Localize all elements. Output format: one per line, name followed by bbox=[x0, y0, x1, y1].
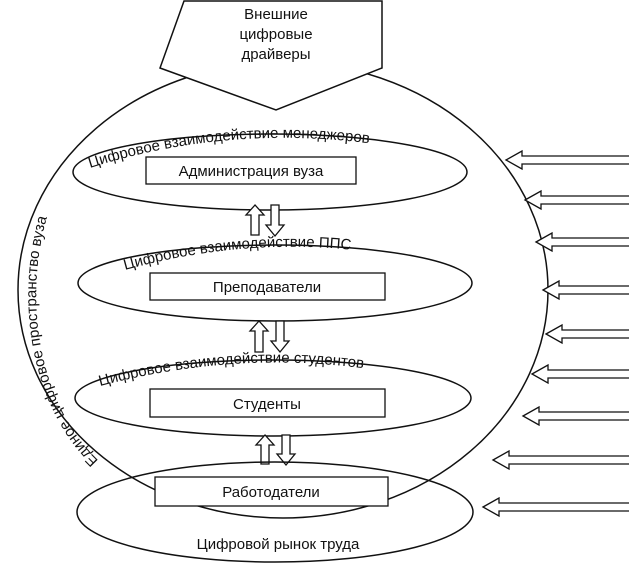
incoming-arrow-icon bbox=[544, 323, 629, 345]
double-arrow-students-employers bbox=[254, 434, 297, 467]
students-interaction-ellipse bbox=[74, 359, 472, 437]
external-drivers-line2: цифровые bbox=[239, 26, 312, 43]
labor-market-label: Цифровой рынок труда bbox=[197, 536, 360, 553]
managers-interaction-ellipse bbox=[72, 133, 468, 211]
students-box-label: Студенты bbox=[233, 396, 301, 413]
teachers-box-label: Преподаватели bbox=[213, 279, 321, 296]
teachers-interaction-label: Цифровое взаимодействие ППС bbox=[122, 234, 353, 274]
arrow-down-icon bbox=[275, 434, 297, 467]
incoming-arrow-icon bbox=[523, 189, 629, 211]
external-drivers-line3: драйверы bbox=[241, 46, 310, 63]
incoming-arrow-icon bbox=[541, 279, 629, 301]
external-drivers-line1: Внешние bbox=[244, 6, 308, 23]
incoming-arrow-icon bbox=[530, 363, 629, 385]
arrow-up-icon bbox=[254, 434, 276, 465]
arrow-down-icon bbox=[264, 204, 286, 238]
arrow-down-icon bbox=[269, 320, 291, 354]
incoming-arrow-icon bbox=[491, 449, 629, 471]
arrow-up-icon bbox=[244, 204, 266, 236]
employers-box bbox=[154, 476, 389, 507]
incoming-arrow-icon bbox=[504, 149, 629, 171]
teachers-box bbox=[149, 272, 386, 301]
students-interaction-label: Цифровое взаимодействие студентов bbox=[97, 349, 365, 389]
administration-box bbox=[145, 156, 357, 185]
outer-space-label: Единое цифровое пространство вуза bbox=[23, 213, 101, 469]
incoming-arrows bbox=[481, 149, 629, 518]
administration-box-label: Администрация вуза bbox=[179, 163, 324, 180]
incoming-arrow-icon bbox=[534, 231, 629, 253]
double-arrow-teachers-students bbox=[248, 320, 291, 354]
labor-market-ellipse bbox=[76, 461, 474, 563]
double-arrow-managers-teachers bbox=[244, 204, 286, 238]
employers-box-label: Работодатели bbox=[222, 484, 320, 501]
external-drivers-pentagon bbox=[159, 0, 383, 111]
incoming-arrow-icon bbox=[481, 496, 629, 518]
arrow-up-icon bbox=[248, 320, 270, 353]
students-box bbox=[149, 388, 386, 418]
teachers-interaction-ellipse bbox=[77, 244, 473, 322]
incoming-arrow-icon bbox=[521, 405, 629, 427]
